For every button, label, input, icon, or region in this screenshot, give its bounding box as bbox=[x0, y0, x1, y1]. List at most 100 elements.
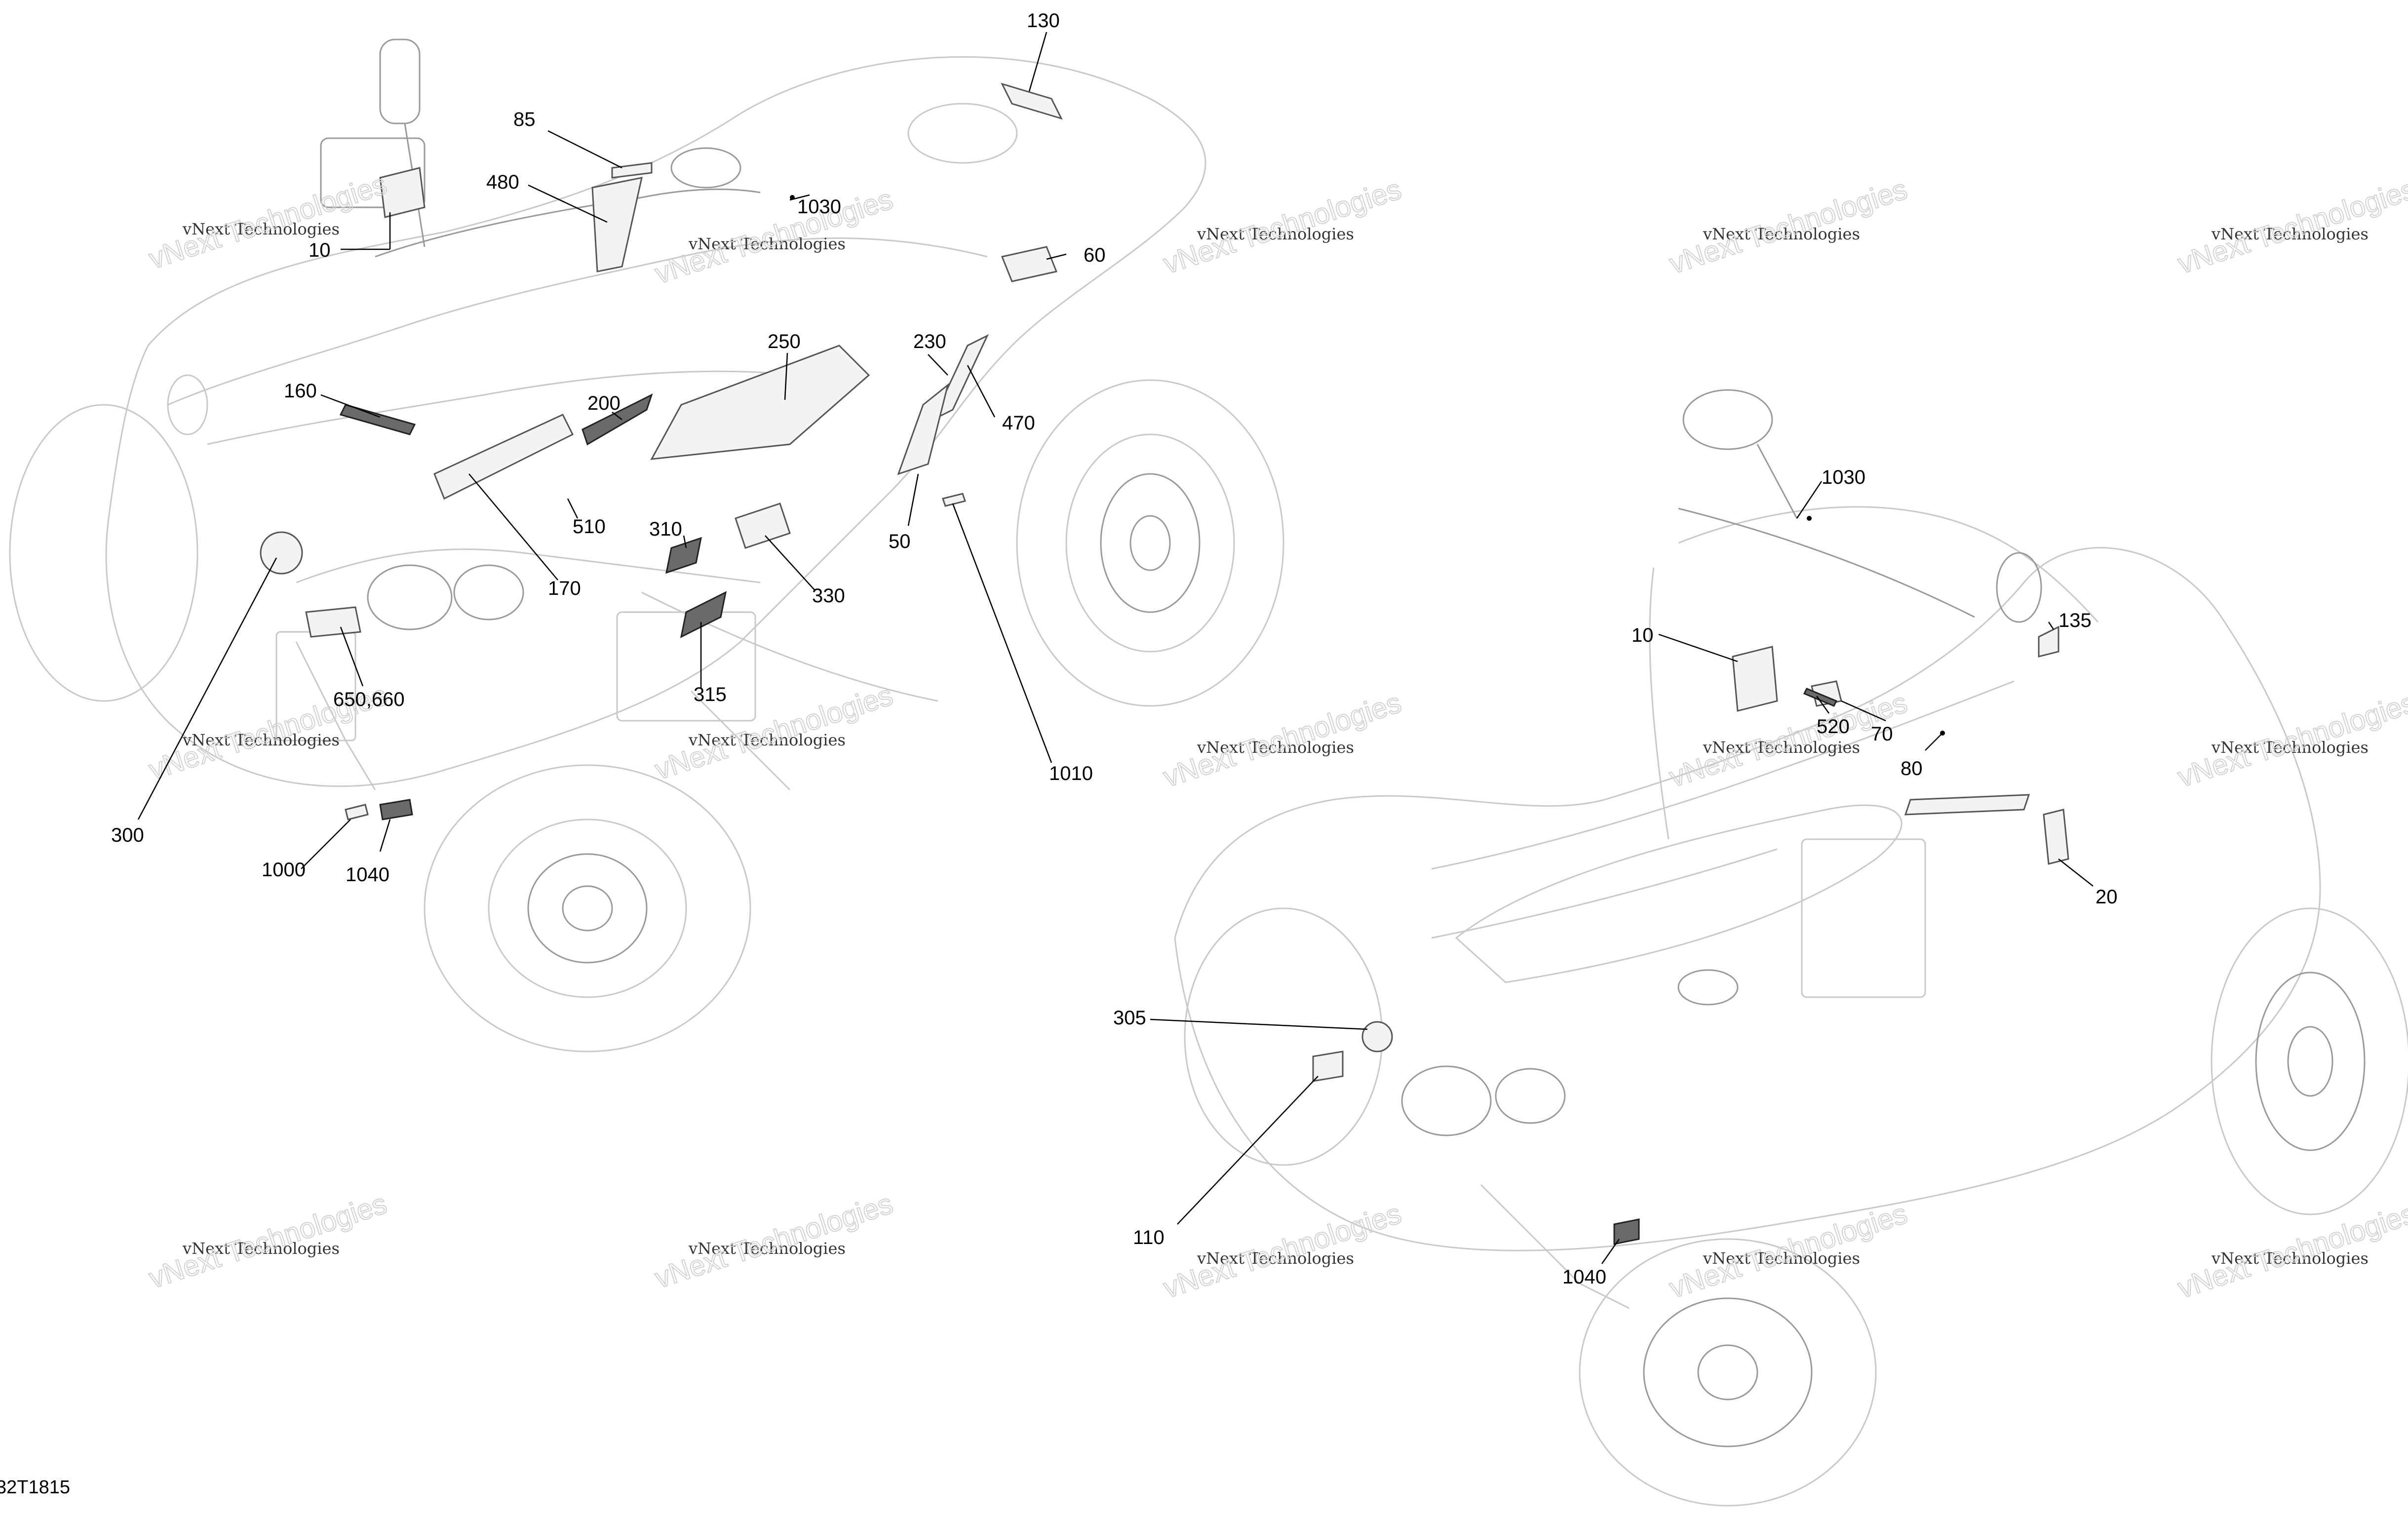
watermark: vNext Technologies vNext Technologies bbox=[2174, 1197, 2408, 1305]
callout-20: 20 bbox=[2096, 886, 2118, 908]
callout-10-right: 10 bbox=[1631, 624, 1654, 646]
left-vehicle-sketch bbox=[9, 39, 1284, 1052]
callout-1030-right: 1030 bbox=[1822, 467, 1865, 488]
callout-1010: 1010 bbox=[1049, 763, 1093, 784]
decal-130 bbox=[1001, 82, 1063, 120]
decal-20 bbox=[2043, 809, 2069, 865]
watermark: vNext Technologies vNext Technologies bbox=[1665, 172, 1911, 280]
watermark: vNext Technologies vNext Technologies bbox=[1159, 1197, 1405, 1305]
callout-170: 170 bbox=[548, 578, 581, 599]
decal-1040-left bbox=[379, 799, 413, 820]
decal-60 bbox=[1001, 246, 1058, 282]
svg-text:vNext Technologies: vNext Technologies bbox=[2211, 1249, 2369, 1268]
right-vehicle-sketch bbox=[1174, 389, 2408, 1507]
watermark: vNext Technologies vNext Technologies bbox=[145, 167, 391, 275]
decal-110 bbox=[1312, 1050, 1344, 1082]
svg-text:vNext Technologies: vNext Technologies bbox=[651, 679, 896, 786]
callout-1040: 1040 bbox=[346, 864, 389, 886]
callout-200: 200 bbox=[587, 392, 621, 414]
callout-50: 50 bbox=[889, 531, 911, 552]
callout-650-660: 650,660 bbox=[333, 689, 405, 710]
watermark: vNext Technologies vNext Technologies bbox=[651, 678, 897, 786]
svg-text:vNext Technologies: vNext Technologies bbox=[1666, 173, 1911, 280]
svg-text:vNext Technologies: vNext Technologies bbox=[1703, 225, 1860, 243]
callout-315: 315 bbox=[694, 684, 727, 705]
decal-170 bbox=[433, 414, 574, 500]
decal-50 bbox=[897, 383, 949, 475]
callout-130: 130 bbox=[1027, 10, 1060, 32]
svg-text:vNext Technologies: vNext Technologies bbox=[1197, 738, 1354, 757]
svg-text:vNext Technologies: vNext Technologies bbox=[145, 168, 390, 275]
callout-135: 135 bbox=[2058, 610, 2092, 631]
callout-1030: 1030 bbox=[797, 196, 841, 218]
decal-305 bbox=[1361, 1021, 1393, 1052]
callout-70: 70 bbox=[1871, 723, 1893, 745]
svg-text:vNext Technologies: vNext Technologies bbox=[182, 1239, 340, 1258]
callout-470: 470 bbox=[1002, 412, 1035, 434]
svg-text:vNext Technologies: vNext Technologies bbox=[1703, 1249, 1860, 1268]
decal-200 bbox=[582, 393, 653, 446]
decal-shapes bbox=[260, 82, 2069, 1245]
svg-text:vNext Technologies: vNext Technologies bbox=[651, 1187, 896, 1294]
svg-text:vNext Technologies: vNext Technologies bbox=[145, 1187, 390, 1294]
svg-text:vNext Technologies: vNext Technologies bbox=[651, 183, 896, 290]
callout-85: 85 bbox=[513, 109, 536, 130]
callout-480: 480 bbox=[486, 171, 519, 193]
decal-brand-right bbox=[1904, 794, 2030, 816]
watermark: vNext Technologies vNext Technologies bbox=[2174, 172, 2408, 280]
svg-text:vNext Technologies: vNext Technologies bbox=[1160, 686, 1405, 793]
decal-10-right bbox=[1732, 646, 1778, 712]
watermark: vNext Technologies vNext Technologies bbox=[651, 182, 897, 290]
callout-110: 110 bbox=[1133, 1227, 1165, 1248]
svg-text:vNext Technologies: vNext Technologies bbox=[182, 731, 340, 749]
callout-labels: 10 85 480 130 1030 60 250 230 470 160 20… bbox=[111, 10, 2118, 1288]
svg-text:vNext Technologies: vNext Technologies bbox=[1160, 173, 1405, 280]
watermarks: vNext Technologies vNext Technologies vN… bbox=[145, 167, 2408, 1305]
decal-330 bbox=[735, 503, 791, 549]
callout-1000: 1000 bbox=[262, 859, 306, 881]
decal-520 bbox=[1803, 688, 1838, 707]
svg-text:vNext Technologies: vNext Technologies bbox=[2174, 1197, 2408, 1304]
callout-520: 520 bbox=[1817, 716, 1850, 738]
svg-text:vNext Technologies: vNext Technologies bbox=[2211, 225, 2369, 243]
decal-85 bbox=[611, 162, 653, 179]
callout-80: 80 bbox=[1901, 758, 1923, 779]
callout-160: 160 bbox=[284, 380, 317, 402]
decal-1000 bbox=[345, 804, 369, 820]
watermark: vNext Technologies vNext Technologies bbox=[651, 1187, 897, 1295]
decal-135 bbox=[2038, 625, 2059, 658]
svg-text:vNext Technologies: vNext Technologies bbox=[1197, 225, 1354, 243]
watermark: vNext Technologies vNext Technologies bbox=[1665, 1197, 1911, 1305]
callout-250: 250 bbox=[768, 331, 801, 352]
callout-1040-right: 1040 bbox=[1562, 1266, 1606, 1288]
svg-text:vNext Technologies: vNext Technologies bbox=[2174, 686, 2408, 793]
svg-text:vNext Technologies: vNext Technologies bbox=[1160, 1197, 1405, 1304]
callout-300: 300 bbox=[111, 824, 144, 846]
diagram-code: 32T1815 bbox=[0, 1477, 70, 1498]
decal-1010 bbox=[942, 493, 966, 507]
decal-250 bbox=[650, 345, 870, 460]
svg-text:vNext Technologies: vNext Technologies bbox=[182, 220, 340, 238]
svg-text:vNext Technologies: vNext Technologies bbox=[1197, 1249, 1354, 1268]
svg-text:vNext Technologies: vNext Technologies bbox=[688, 234, 846, 253]
decal-315 bbox=[680, 591, 727, 638]
decal-480 bbox=[591, 177, 643, 272]
svg-text:vNext Technologies: vNext Technologies bbox=[688, 1239, 846, 1258]
callout-10: 10 bbox=[309, 239, 331, 261]
decal-10-left bbox=[379, 167, 426, 218]
callout-330: 330 bbox=[812, 585, 845, 607]
decal-1040-right bbox=[1613, 1218, 1640, 1245]
svg-text:vNext Technologies: vNext Technologies bbox=[1703, 738, 1860, 757]
callout-305: 305 bbox=[1113, 1007, 1146, 1029]
decal-160 bbox=[339, 404, 416, 435]
decal-650 bbox=[305, 606, 361, 638]
svg-text:vNext Technologies: vNext Technologies bbox=[2211, 738, 2369, 757]
watermark: vNext Technologies vNext Technologies bbox=[145, 1187, 391, 1295]
svg-text:vNext Technologies: vNext Technologies bbox=[688, 731, 846, 749]
svg-text:vNext Technologies: vNext Technologies bbox=[2174, 173, 2408, 280]
svg-text:vNext Technologies: vNext Technologies bbox=[1666, 1197, 1911, 1304]
callout-510: 510 bbox=[573, 516, 606, 538]
decal-310 bbox=[665, 537, 702, 574]
watermark: vNext Technologies vNext Technologies bbox=[1159, 172, 1405, 280]
